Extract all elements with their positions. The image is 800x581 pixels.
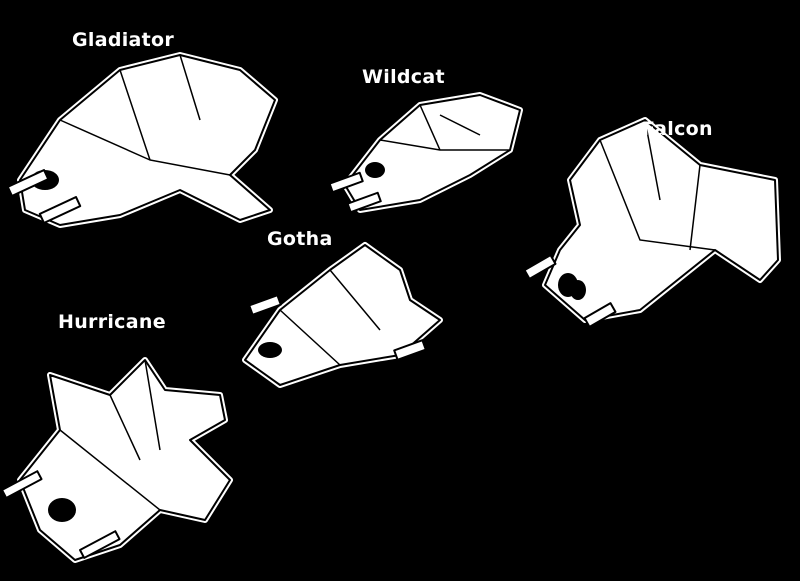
falcon-ship-drawing — [523, 117, 781, 328]
wildcat-label: Wildcat — [362, 66, 445, 88]
falcon-label: Falcon — [642, 118, 713, 140]
gotha-ship-drawing — [242, 242, 443, 388]
gladiator-ship-drawing — [6, 52, 278, 228]
wildcat-ship-drawing — [328, 92, 523, 214]
gladiator-label: Gladiator — [72, 29, 175, 51]
hurricane-label: Hurricane — [58, 311, 166, 333]
hurricane-ship-drawing — [0, 357, 233, 563]
gotha-label: Gotha — [267, 228, 333, 250]
